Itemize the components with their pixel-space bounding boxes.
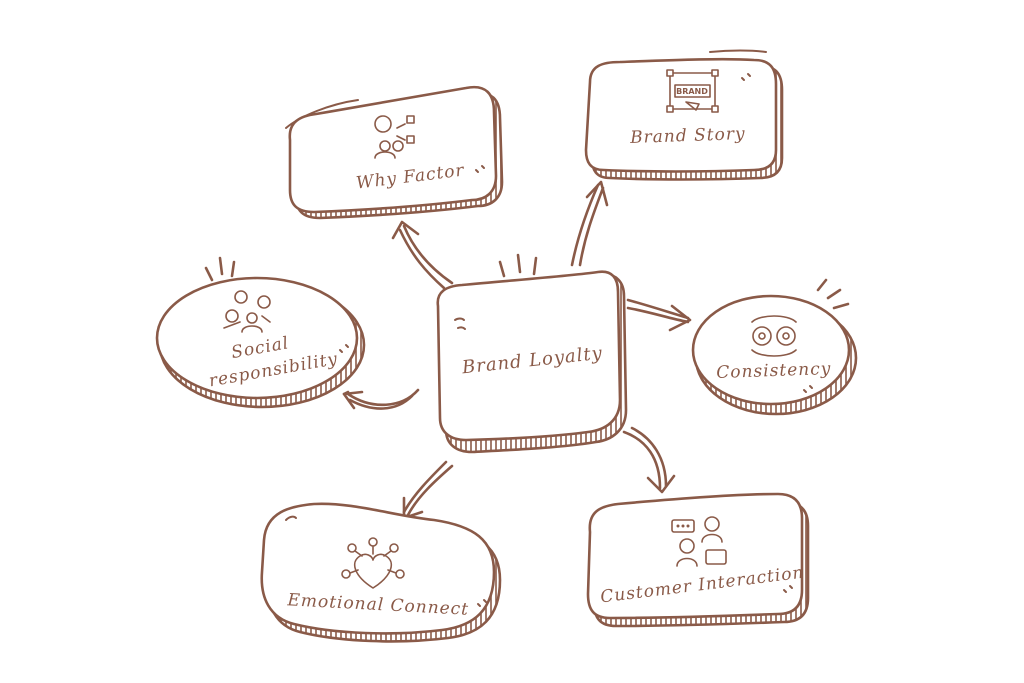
brand-icon-text: BRAND xyxy=(676,87,708,96)
node-customer-interaction xyxy=(586,492,810,628)
arrow-to-emotional-connect xyxy=(402,460,454,520)
center-node-brand-loyalty xyxy=(436,253,628,454)
arrow-to-consistency xyxy=(626,298,692,332)
node-why-factor xyxy=(285,85,504,220)
heart-network-icon xyxy=(341,537,405,589)
chat-people-icon xyxy=(671,516,727,567)
people-community-icon xyxy=(223,290,271,333)
brand-story-label: Brand Story xyxy=(629,124,746,148)
arrow-to-why-factor xyxy=(391,220,454,290)
arrow-to-customer-interaction xyxy=(622,426,676,494)
brand-frame-icon xyxy=(666,69,719,113)
arrow-to-brand-story xyxy=(570,180,609,267)
arrow-to-social-responsibility xyxy=(342,388,420,410)
chat-dots xyxy=(676,524,690,528)
node-brand-story xyxy=(584,49,784,181)
node-consistency xyxy=(691,278,858,416)
node-social-responsibility xyxy=(155,256,366,409)
consistency-label: Consistency xyxy=(716,359,832,383)
question-decision-icon xyxy=(374,115,415,159)
node-emotional-connect xyxy=(260,502,502,643)
gears-cycle-icon xyxy=(751,315,797,357)
